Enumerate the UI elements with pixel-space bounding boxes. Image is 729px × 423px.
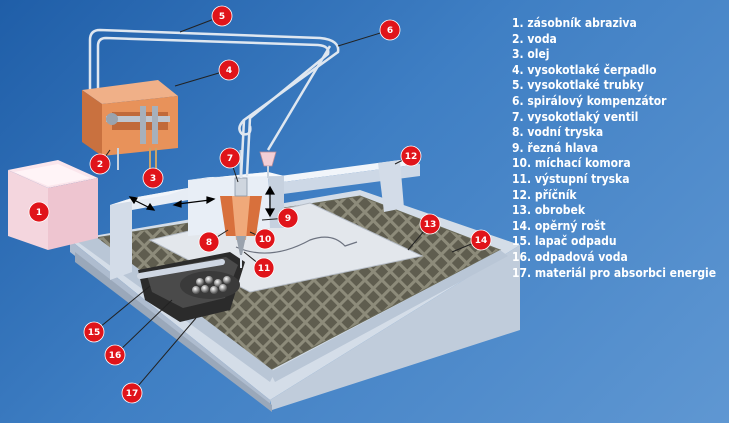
parts-legend: 1. zásobník abraziva 2. voda 3. olej 4. … (512, 16, 716, 281)
legend-item: 16. odpadová voda (512, 249, 628, 264)
svg-text:2: 2 (97, 160, 103, 170)
motion-arrows (128, 185, 276, 218)
high-pressure-tubes (88, 28, 340, 179)
svg-text:12: 12 (405, 152, 418, 162)
legend-item: 5. vysokotlaké trubky (512, 78, 644, 93)
svg-text:3: 3 (150, 174, 156, 184)
callout-14: 14 (470, 229, 492, 251)
legend-item: 13. obrobek (512, 203, 586, 218)
legend-item: 2. voda (512, 31, 557, 46)
svg-text:17: 17 (126, 389, 139, 399)
legend-item: 8. vodní tryska (512, 125, 604, 140)
callout-16: 16 (104, 344, 126, 366)
svg-text:15: 15 (88, 328, 101, 338)
callout-2: 2 (89, 153, 111, 175)
callout-11: 11 (253, 257, 275, 279)
callout-9: 9 (277, 207, 299, 229)
legend-item: 11. výstupní tryska (512, 171, 630, 186)
callout-15: 15 (83, 321, 105, 343)
svg-text:7: 7 (227, 154, 233, 164)
legend-item: 7. vysokotlaký ventil (512, 109, 639, 124)
legend-item: 17. materiál pro absorbci energie (512, 265, 717, 280)
svg-text:6: 6 (387, 26, 393, 36)
svg-text:5: 5 (219, 12, 225, 22)
svg-text:1: 1 (36, 208, 42, 218)
legend-item: 15. lapač odpadu (512, 234, 617, 249)
legend-item: 1. zásobník abraziva (512, 16, 637, 30)
legend-item: 12. příčník (512, 187, 577, 202)
callout-3: 3 (142, 167, 164, 189)
cutting-head (220, 196, 262, 268)
callout-6: 6 (379, 19, 401, 41)
gantry-crossbeam (265, 160, 420, 212)
legend-item: 14. opěrný rošt (512, 218, 606, 233)
legend-item: 3. olej (512, 47, 550, 62)
svg-text:13: 13 (424, 220, 437, 230)
callout-5: 5 (211, 5, 233, 27)
svg-text:14: 14 (475, 236, 488, 246)
callout-7: 7 (219, 147, 241, 169)
abrasive-hopper (8, 160, 98, 250)
legend-item: 9. řezná hlava (512, 140, 599, 155)
callout-8: 8 (198, 231, 220, 253)
legend-item: 6. spirálový kompenzátor (512, 93, 667, 108)
svg-text:11: 11 (258, 264, 271, 274)
legend-item: 4. vysokotlaké čerpadlo (512, 62, 657, 77)
svg-text:16: 16 (109, 351, 122, 361)
svg-text:9: 9 (285, 214, 291, 224)
callout-17: 17 (121, 382, 143, 404)
callout-12: 12 (400, 145, 422, 167)
callout-4: 4 (218, 59, 240, 81)
callout-13: 13 (419, 213, 441, 235)
legend-item: 10. míchací komora (512, 156, 631, 171)
callout-1: 1 (28, 201, 50, 223)
svg-text:10: 10 (259, 235, 272, 245)
high-pressure-pump (82, 80, 178, 170)
catcher-handle (137, 259, 225, 279)
abrasive-pellets (192, 276, 231, 294)
spiral-compensator (259, 151, 277, 178)
callout-10: 10 (254, 228, 276, 250)
gantry-support (110, 188, 188, 280)
svg-text:8: 8 (206, 238, 212, 248)
svg-text:4: 4 (226, 66, 232, 76)
